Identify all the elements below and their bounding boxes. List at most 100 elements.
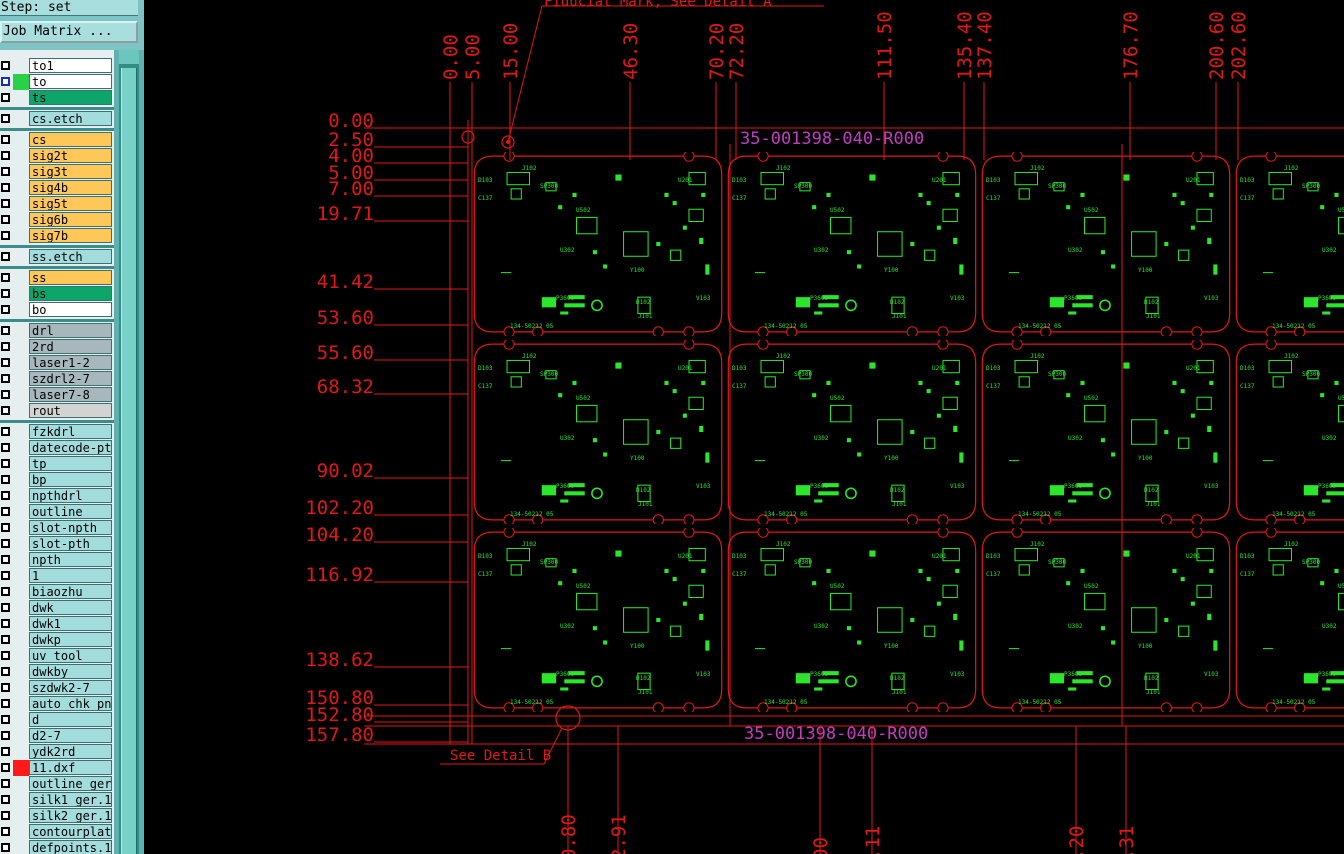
layer-checkbox[interactable]: [1, 252, 10, 261]
layer-checkbox[interactable]: [1, 93, 10, 102]
layer-name[interactable]: ss: [29, 270, 112, 285]
layer-row[interactable]: bo: [0, 302, 114, 318]
scrollbar-track[interactable]: [119, 50, 139, 854]
layer-row[interactable]: sig3t: [0, 164, 114, 180]
layer-checkbox[interactable]: [1, 795, 10, 804]
layer-checkbox[interactable]: [1, 61, 10, 70]
layer-name[interactable]: 2rd: [29, 339, 112, 354]
layer-row[interactable]: silk1_ger.11: [0, 792, 114, 808]
layer-checkbox[interactable]: [1, 289, 10, 298]
layer-name[interactable]: datecode-pth: [29, 440, 112, 455]
layer-name[interactable]: sig5t: [29, 196, 112, 211]
layer-checkbox[interactable]: [1, 811, 10, 820]
layer-checkbox[interactable]: [1, 443, 10, 452]
layer-name[interactable]: contourplate: [29, 824, 112, 839]
layer-checkbox[interactable]: [1, 406, 10, 415]
layer-row[interactable]: contourplate: [0, 824, 114, 840]
layer-name[interactable]: silk2_ger.11: [29, 808, 112, 823]
layer-row[interactable]: szdwk2-7: [0, 680, 114, 696]
layer-row[interactable]: ss: [0, 270, 114, 286]
layer-row[interactable]: dwkp: [0, 632, 114, 648]
layer-name[interactable]: auto_chk_pnl: [29, 696, 112, 711]
layer-row[interactable]: rout: [0, 403, 114, 419]
layer-checkbox[interactable]: [1, 555, 10, 564]
layer-name[interactable]: cs: [29, 132, 112, 147]
layer-name[interactable]: uv_tool: [29, 648, 112, 663]
layer-name[interactable]: outline_ger.11: [29, 776, 112, 791]
layer-name[interactable]: ydk2rd: [29, 744, 112, 759]
layer-checkbox[interactable]: [1, 358, 10, 367]
layer-checkbox[interactable]: [1, 603, 10, 612]
layer-name[interactable]: slot-pth: [29, 536, 112, 551]
layer-row[interactable]: d: [0, 712, 114, 728]
layer-checkbox[interactable]: [1, 491, 10, 500]
layer-row[interactable]: sig6b: [0, 212, 114, 228]
layer-name[interactable]: sig4b: [29, 180, 112, 195]
layer-row[interactable]: outline: [0, 504, 114, 520]
layer-row[interactable]: npth: [0, 552, 114, 568]
layer-row[interactable]: dwk: [0, 600, 114, 616]
layer-checkbox[interactable]: [1, 390, 10, 399]
layer-checkbox[interactable]: [1, 619, 10, 628]
layer-row[interactable]: cs: [0, 132, 114, 148]
layer-row[interactable]: slot-pth: [0, 536, 114, 552]
layer-row[interactable]: npthdrl: [0, 488, 114, 504]
layer-checkbox[interactable]: [1, 231, 10, 240]
layer-checkbox[interactable]: [1, 683, 10, 692]
layer-name[interactable]: bs: [29, 286, 112, 301]
layer-row[interactable]: silk2_ger.11: [0, 808, 114, 824]
layer-checkbox[interactable]: [1, 539, 10, 548]
scrollbar-thumb[interactable]: [121, 68, 137, 854]
layer-row[interactable]: ss.etch: [0, 249, 114, 265]
layer-checkbox[interactable]: [1, 326, 10, 335]
layer-row[interactable]: 2rd: [0, 339, 114, 355]
layer-checkbox[interactable]: [1, 114, 10, 123]
layer-name[interactable]: silk1_ger.11: [29, 792, 112, 807]
layer-row[interactable]: sig7b: [0, 228, 114, 244]
layer-row[interactable]: laser7-8: [0, 387, 114, 403]
layer-row[interactable]: sig2t: [0, 148, 114, 164]
layer-name[interactable]: defpoints.11: [29, 840, 112, 854]
layer-row[interactable]: dwkby: [0, 664, 114, 680]
layer-row[interactable]: to1: [0, 58, 114, 74]
layer-name[interactable]: npth: [29, 552, 112, 567]
layer-name[interactable]: sig7b: [29, 228, 112, 243]
layer-row[interactable]: slot-npth: [0, 520, 114, 536]
layer-checkbox[interactable]: [1, 699, 10, 708]
work-layer-arrow-icon[interactable]: [13, 74, 29, 90]
job-matrix-button[interactable]: Job Matrix ...: [0, 21, 138, 43]
layer-name[interactable]: dwk1: [29, 616, 112, 631]
layer-checkbox[interactable]: [1, 715, 10, 724]
layer-row[interactable]: datecode-pth: [0, 440, 114, 456]
layer-name[interactable]: dwkby: [29, 664, 112, 679]
layer-name[interactable]: biaozhu: [29, 584, 112, 599]
layer-name[interactable]: to: [29, 74, 112, 89]
layer-checkbox[interactable]: [1, 215, 10, 224]
layer-row[interactable]: d2-7: [0, 728, 114, 744]
layer-name[interactable]: bo: [29, 302, 112, 317]
layer-name[interactable]: laser1-2: [29, 355, 112, 370]
layer-name[interactable]: sig3t: [29, 164, 112, 179]
layer-checkbox[interactable]: [1, 667, 10, 676]
layer-row[interactable]: ts: [0, 90, 114, 106]
layer-checkbox[interactable]: [1, 374, 10, 383]
layer-checkbox[interactable]: [1, 731, 10, 740]
layer-row[interactable]: drl: [0, 323, 114, 339]
layer-name[interactable]: 1: [29, 568, 112, 583]
layer-name[interactable]: sig6b: [29, 212, 112, 227]
layer-row[interactable]: defpoints.11: [0, 840, 114, 854]
layer-name[interactable]: 11.dxf: [29, 760, 112, 775]
layer-checkbox[interactable]: [1, 651, 10, 660]
layer-row[interactable]: ydk2rd: [0, 744, 114, 760]
layer-row[interactable]: 1: [0, 568, 114, 584]
layer-row[interactable]: cs.etch: [0, 111, 114, 127]
layer-name[interactable]: laser7-8: [29, 387, 112, 402]
layer-name[interactable]: to1: [29, 58, 112, 73]
layer-row[interactable]: auto_chk_pnl: [0, 696, 114, 712]
scroll-up-arrow-icon[interactable]: [119, 50, 139, 64]
layer-name[interactable]: szdwk2-7: [29, 680, 112, 695]
affected-layer-indicator[interactable]: [13, 760, 29, 776]
layer-checkbox[interactable]: [1, 135, 10, 144]
layer-checkbox[interactable]: [1, 747, 10, 756]
graphic-view[interactable]: Fiducial Mark, See Detail A See Detail B…: [144, 0, 1344, 854]
